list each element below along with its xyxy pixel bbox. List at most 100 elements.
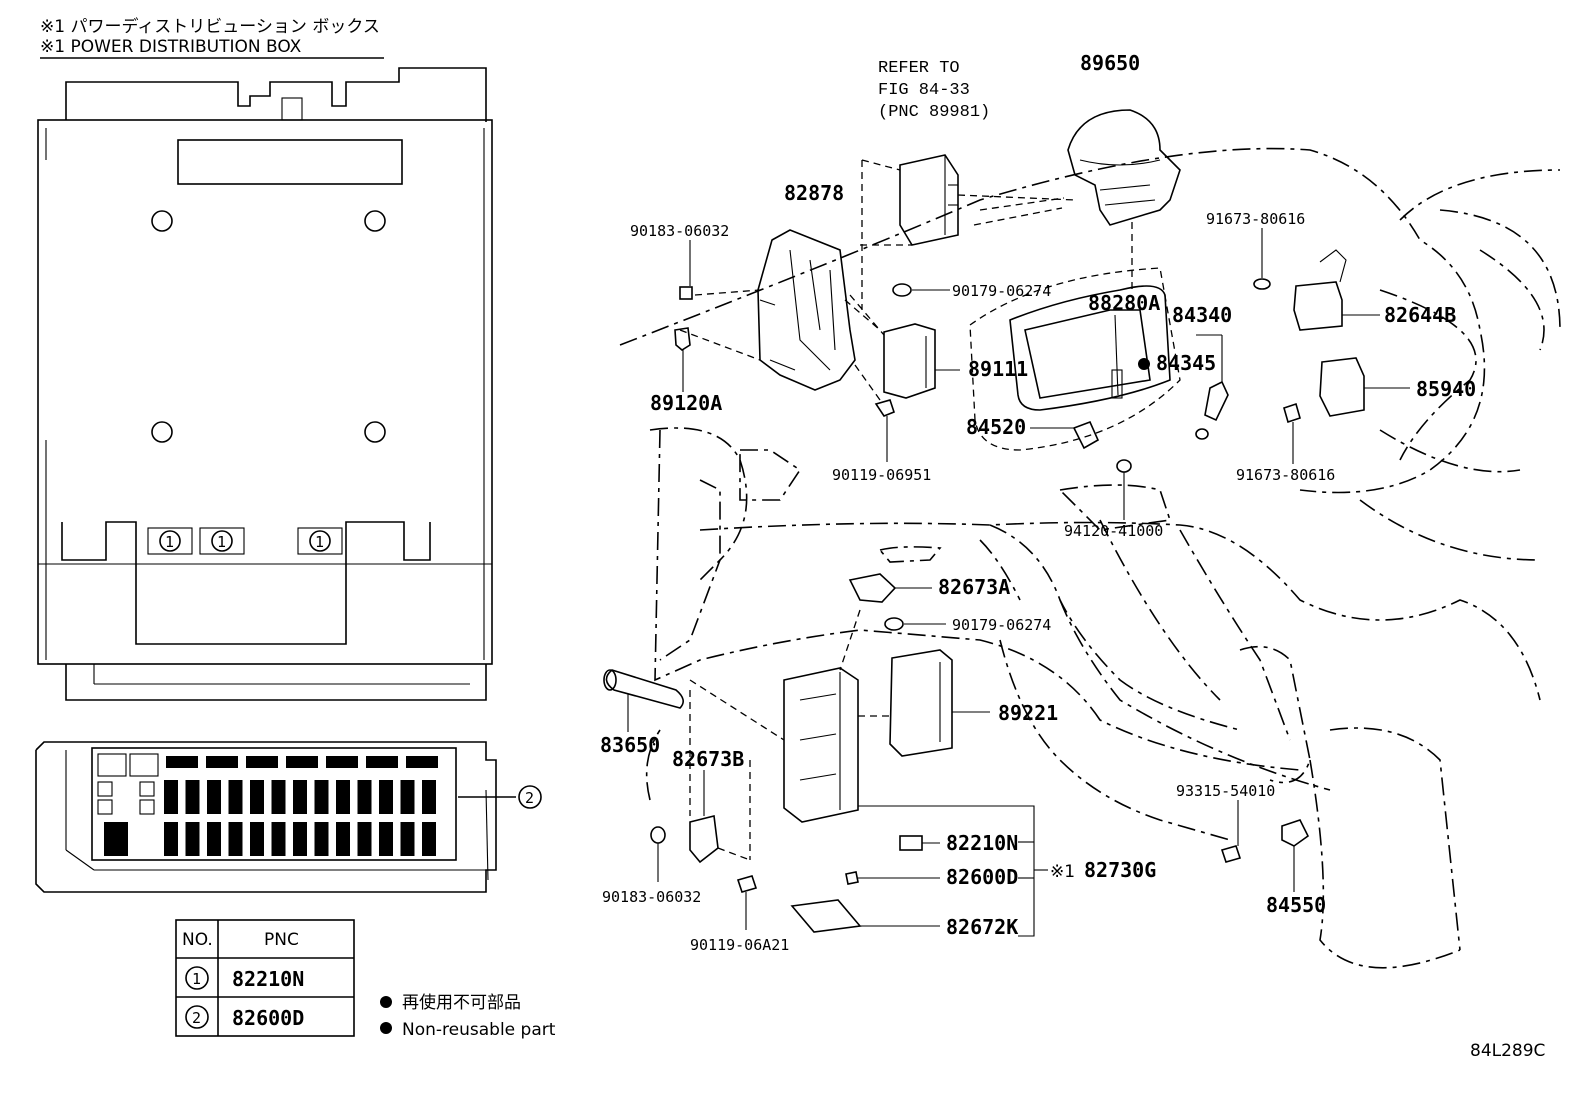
label-90119-top: 90119-06951 xyxy=(832,466,931,484)
label-84520: 84520 xyxy=(966,415,1026,439)
fuse xyxy=(336,822,350,856)
label-84345: 84345 xyxy=(1156,351,1216,375)
label-89650: 89650 xyxy=(1080,51,1140,75)
figure-code: 84L289C xyxy=(1470,1041,1545,1061)
fuse xyxy=(357,780,372,814)
fuse-grid xyxy=(104,756,438,856)
fuse xyxy=(314,780,329,814)
fuse xyxy=(400,822,415,856)
label-82878: 82878 xyxy=(784,181,844,205)
svg-text:1: 1 xyxy=(315,533,324,551)
label-82210N: 82210N xyxy=(946,831,1018,855)
fuse-top xyxy=(206,756,238,768)
svg-text:1: 1 xyxy=(165,533,174,551)
non-reusable-marker-84345 xyxy=(1138,358,1150,370)
header-english-title: ※1 POWER DISTRIBUTION BOX xyxy=(40,37,302,57)
part-84340-drawing xyxy=(1195,334,1229,440)
fuse xyxy=(271,780,286,814)
refer-module-drawing xyxy=(860,154,1076,310)
small-parts-drawing xyxy=(790,835,940,933)
fuse xyxy=(250,822,264,856)
label-82672K: 82672K xyxy=(946,915,1018,939)
fuse xyxy=(250,780,264,814)
label-82600D: 82600D xyxy=(946,865,1018,889)
fuse xyxy=(422,822,436,856)
power-distribution-box-side-view: 2 xyxy=(35,741,542,893)
part-82730G-box-drawing xyxy=(689,667,1048,937)
fuse xyxy=(293,780,307,814)
callout-circle-2 xyxy=(518,785,542,809)
table-header-pnc: PNC xyxy=(264,930,299,950)
clip-drawings-top xyxy=(674,240,693,392)
label-83650: 83650 xyxy=(600,733,660,757)
label-93315: 93315-54010 xyxy=(1176,782,1275,800)
table-row-1-no: 1 xyxy=(192,970,201,988)
power-distribution-box-top-view: 1 1 1 xyxy=(37,67,493,701)
part-85940-drawing xyxy=(1283,357,1410,464)
fuse xyxy=(207,822,221,856)
fuse xyxy=(185,780,200,814)
label-90179-mid: 90179-06274 xyxy=(952,616,1051,634)
fuse-top xyxy=(406,756,438,768)
fuse xyxy=(400,780,415,814)
refer-line-2: FIG 84-33 xyxy=(878,81,970,100)
label-90179-top: 90179-06274 xyxy=(952,282,1051,300)
fuse xyxy=(336,780,350,814)
header-japanese-title: ※1 パワーディストリビューション ボックス xyxy=(40,16,380,37)
part-89650-drawing xyxy=(1067,109,1181,290)
legend-english: Non-reusable part xyxy=(402,1020,556,1040)
label-90183-top: 90183-06032 xyxy=(630,222,729,240)
label-84340: 84340 xyxy=(1172,303,1232,327)
fuse xyxy=(293,822,307,856)
fuse xyxy=(379,822,393,856)
table-row-2-pnc: 82600D xyxy=(232,1006,304,1030)
part-89111-drawing xyxy=(849,294,960,399)
nut-90179-top xyxy=(892,283,950,297)
fuse xyxy=(422,780,436,814)
part-89221-drawing xyxy=(889,649,990,757)
part-83650-drawing xyxy=(603,669,684,732)
fuse xyxy=(314,822,329,856)
fuse xyxy=(228,780,243,814)
refer-line-3: (PNC 89981) xyxy=(878,103,990,122)
callout-circle-1: 1 1 1 xyxy=(159,530,331,552)
fuse-top xyxy=(326,756,358,768)
pnc-table: NO. PNC 1 82210N 2 82600D xyxy=(175,919,355,1037)
part-88280A-drawing xyxy=(969,267,1181,451)
label-88280A: 88280A xyxy=(1088,291,1160,315)
label-89120A: 89120A xyxy=(650,391,722,415)
label-94120: 94120-41000 xyxy=(1064,522,1163,540)
fuse xyxy=(185,822,200,856)
part-labels: 89650 82878 90183-06032 90179-06274 9167… xyxy=(600,51,1476,954)
fuse-top xyxy=(286,756,318,768)
table-header-no: NO. xyxy=(182,930,213,950)
label-82730G: 82730G xyxy=(1084,858,1156,882)
label-90119-bottom: 90119-06A21 xyxy=(690,936,789,954)
svg-text:2: 2 xyxy=(525,789,534,807)
label-82644B: 82644B xyxy=(1384,303,1456,327)
fuse xyxy=(164,822,178,856)
fuse-top xyxy=(246,756,278,768)
label-82673A: 82673A xyxy=(938,575,1010,599)
label-89111: 89111 xyxy=(968,357,1028,381)
part-84520-drawing xyxy=(1030,420,1132,520)
dashboard-outline xyxy=(619,147,1561,969)
fuse xyxy=(228,822,243,856)
part-82673A-drawing xyxy=(839,573,946,671)
fuse xyxy=(271,822,286,856)
label-89221: 89221 xyxy=(998,701,1058,725)
part-84550-drawing xyxy=(1220,800,1310,892)
table-row-2-no: 2 xyxy=(192,1009,201,1027)
refer-line-1: REFER TO xyxy=(878,59,960,78)
label-91673-top: 91673-80616 xyxy=(1206,210,1305,228)
fuse xyxy=(114,822,128,856)
fuse xyxy=(357,822,372,856)
fuse-top xyxy=(166,756,198,768)
part-82878-drawing xyxy=(679,229,881,401)
table-row-1-pnc: 82210N xyxy=(232,967,304,991)
label-84550: 84550 xyxy=(1266,893,1326,917)
fuse xyxy=(379,780,393,814)
fuse xyxy=(164,780,178,814)
refer-note: REFER TO FIG 84-33 (PNC 89981) xyxy=(878,59,990,122)
fuse-top xyxy=(366,756,398,768)
